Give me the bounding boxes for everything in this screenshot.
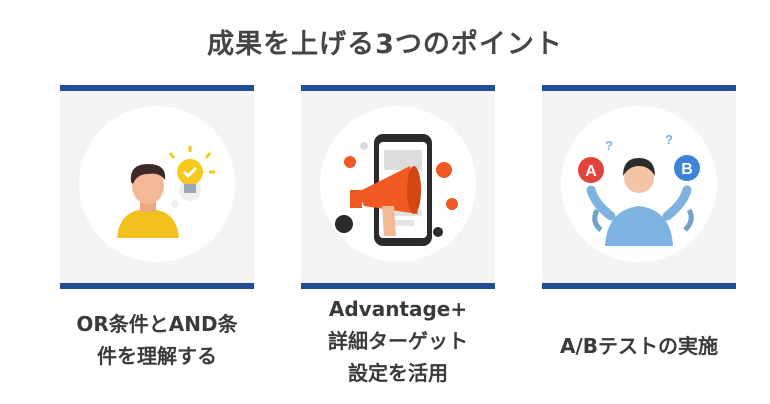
- caption-line: 設定を活用: [348, 361, 448, 385]
- person-lightbulb-icon: [117, 146, 215, 238]
- svg-text:A: A: [585, 163, 597, 180]
- card-illustration-circle: [320, 106, 476, 262]
- card-illustration-circle: A B ? ?: [561, 106, 717, 262]
- card-caption-1: OR条件とAND条 件を理解する: [37, 308, 277, 372]
- page-title: 成果を上げる3つのポイント: [207, 29, 563, 60]
- svg-text:B: B: [681, 161, 693, 178]
- card-or-and: [60, 85, 254, 289]
- svg-text:?: ?: [665, 132, 673, 147]
- caption-line: 詳細ターゲット: [328, 329, 468, 353]
- caption-line: A/Bテストの実施: [559, 334, 719, 358]
- caption-line: Advantage+: [328, 297, 468, 321]
- svg-text:?: ?: [605, 138, 613, 153]
- card-caption-2: Advantage+ 詳細ターゲット 設定を活用: [278, 293, 518, 389]
- card-advantage-plus: [301, 85, 495, 289]
- card-illustration-circle: [79, 106, 235, 262]
- caption-line: 件を理解する: [97, 344, 217, 368]
- phone-megaphone-icon: [335, 134, 458, 246]
- card-caption-3: A/Bテストの実施: [519, 330, 759, 362]
- woman-ab-choice-icon: A B ? ?: [578, 132, 700, 246]
- caption-line: OR条件とAND条: [76, 312, 238, 336]
- card-ab-test: A B ? ?: [542, 85, 736, 289]
